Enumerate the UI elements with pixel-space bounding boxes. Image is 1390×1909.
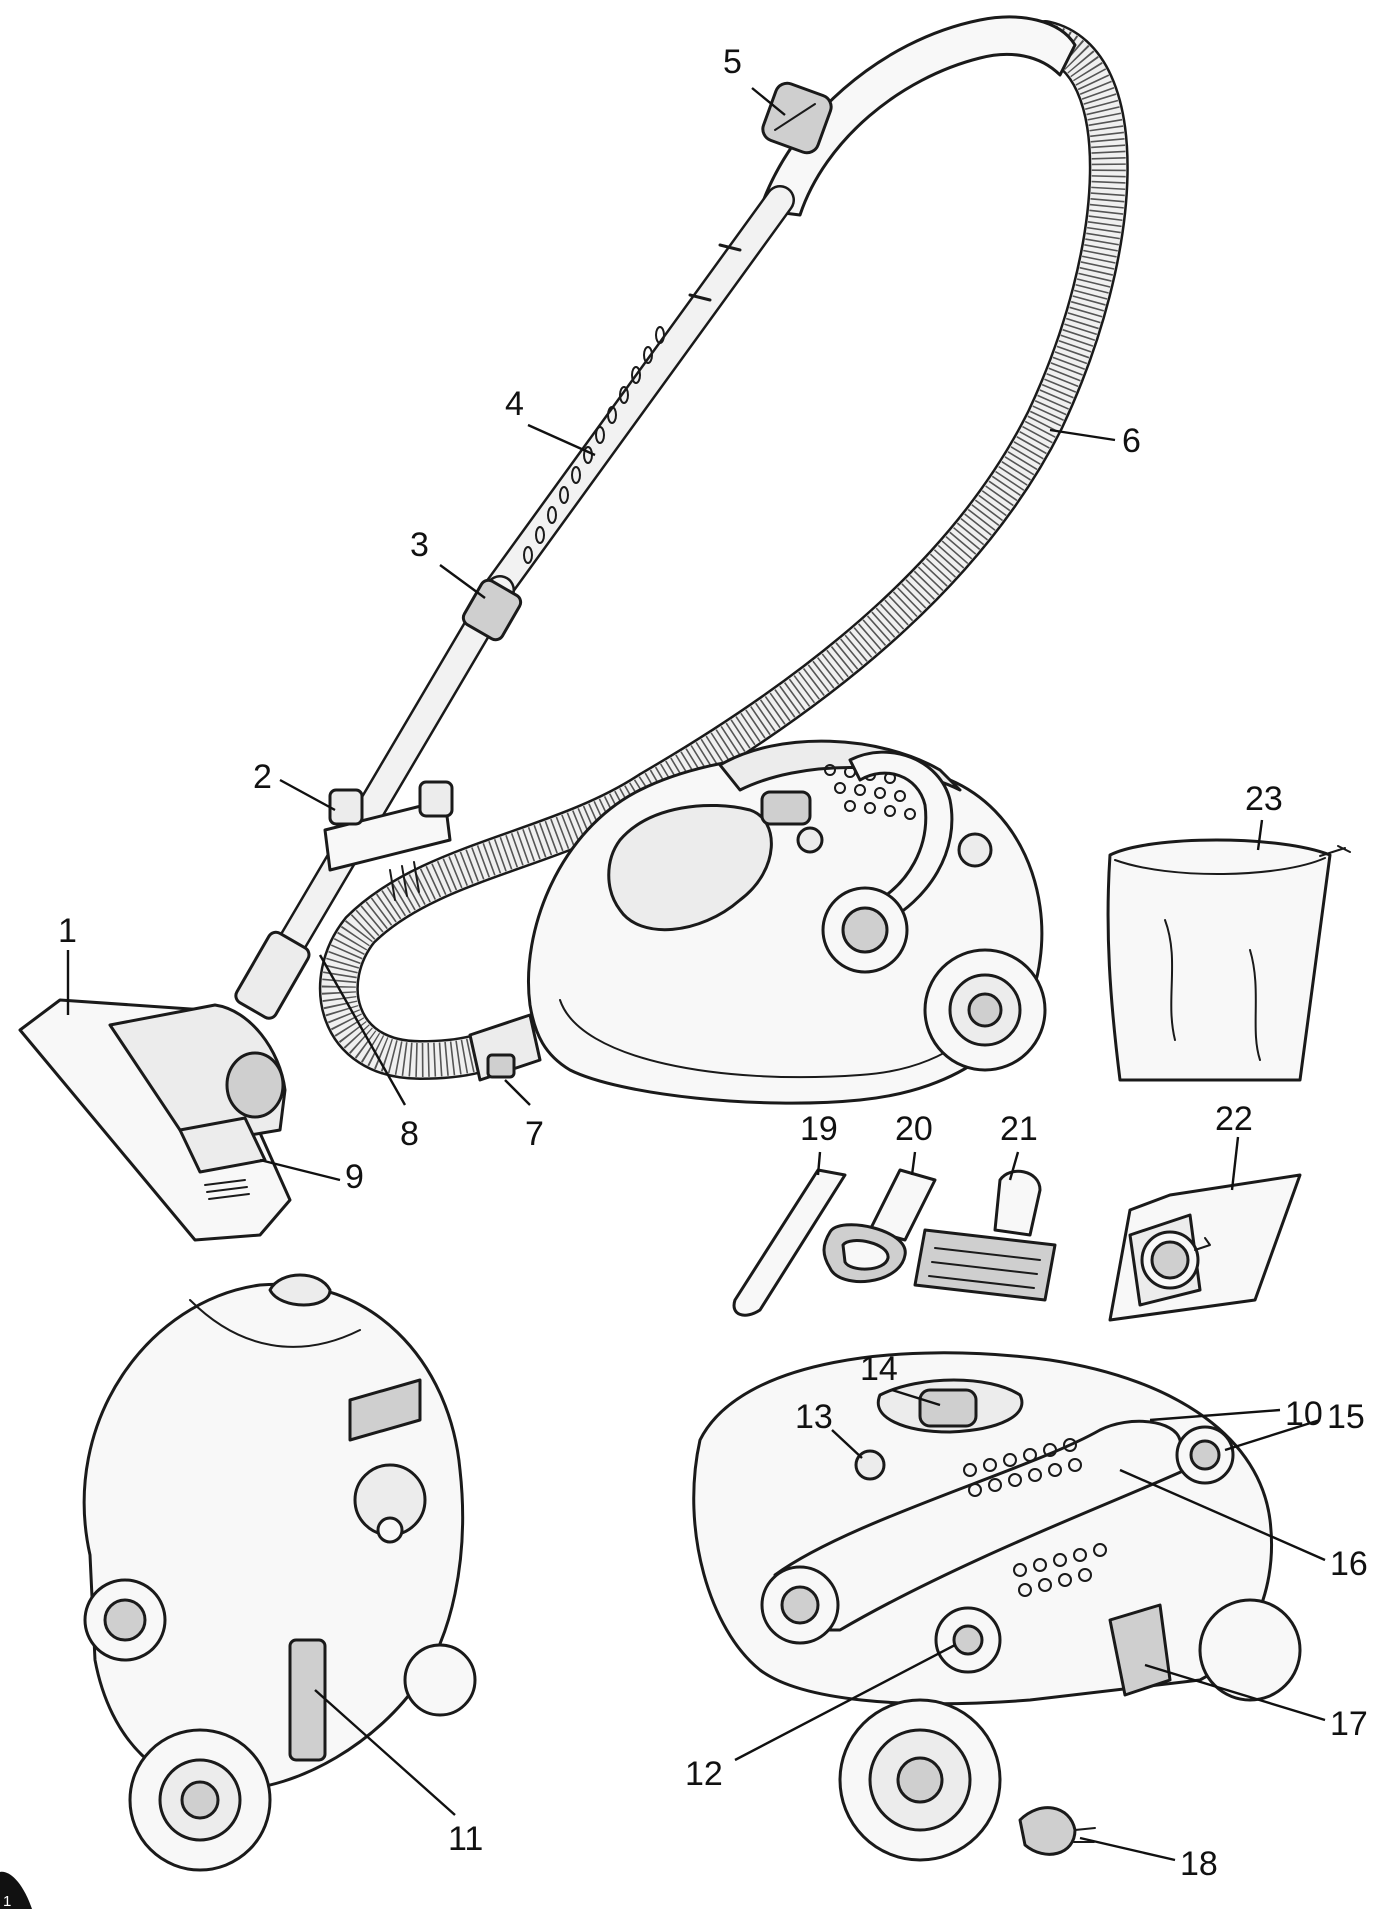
part-number-8: 8 [400, 1115, 419, 1153]
upholstery-brush [822, 1168, 937, 1283]
floor-nozzle [18, 930, 311, 1242]
exhaust-grille-front [963, 1438, 1107, 1597]
part-number-4: 4 [505, 385, 524, 423]
part-number-11: 11 [448, 1820, 483, 1858]
part-number-5: 5 [723, 43, 742, 81]
part-number-18: 18 [1180, 1845, 1218, 1883]
part-number-16: 16 [1330, 1545, 1368, 1583]
leader-lines [66, 87, 1326, 1862]
telescopic-tube [255, 185, 795, 995]
part-labels: 1 2 3 4 5 6 7 8 9 10 11 12 13 14 15 16 1… [58, 43, 1368, 1883]
part-number-1: 1 [58, 912, 77, 950]
part-number-21: 21 [1000, 1110, 1038, 1148]
part-number-17: 17 [1330, 1705, 1368, 1743]
nozzle-tool [913, 1169, 1057, 1302]
part-number-3: 3 [410, 526, 429, 564]
part-number-2: 2 [253, 758, 272, 796]
part-number-9: 9 [345, 1158, 364, 1196]
part-number-15: 15 [1327, 1398, 1365, 1436]
figure-number: 1 [3, 1893, 11, 1909]
vacuum-body [468, 739, 1047, 1105]
part-number-22: 22 [1215, 1100, 1253, 1138]
part-number-20: 20 [895, 1110, 933, 1148]
part-number-12: 12 [685, 1755, 723, 1793]
hose-handle [758, 15, 1077, 217]
figure-corner-badge: 1 [0, 1871, 32, 1909]
part-number-19: 19 [800, 1110, 838, 1148]
part-number-14: 14 [860, 1350, 898, 1388]
paper-dust-bag [1108, 1173, 1302, 1322]
part-number-7: 7 [525, 1115, 544, 1153]
crevice-tool [732, 1168, 847, 1317]
body-rear-view [82, 1273, 477, 1872]
accessory-holder [323, 780, 454, 901]
body-front-view [692, 1351, 1302, 1862]
part-number-6: 6 [1122, 422, 1141, 460]
textile-dust-bag [1106, 838, 1351, 1082]
part-number-10: 10 [1285, 1395, 1323, 1433]
part-number-13: 13 [795, 1398, 833, 1436]
part-number-23: 23 [1245, 780, 1283, 818]
